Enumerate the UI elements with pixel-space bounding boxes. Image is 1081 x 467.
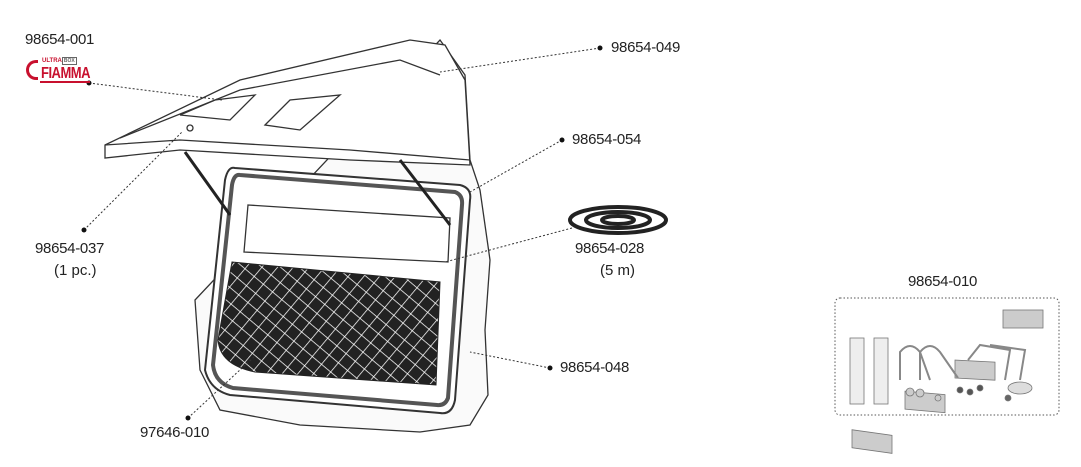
part-label-98654-010: 98654-010 [908, 273, 978, 290]
part-label-98654-049: 98654-049 [611, 39, 681, 56]
part-quantity-98654-037: (1 pc.) [54, 262, 97, 279]
seal-coil-icon [568, 205, 668, 235]
leader-dots [81, 45, 603, 421]
part-label-98654-054: 98654-054 [572, 131, 642, 148]
mounting-kit-parts [849, 309, 1044, 454]
part-label-98654-001: 98654-001 [25, 31, 95, 48]
part-length-98654-028: (5 m) [600, 262, 635, 279]
leader-lines [83, 47, 601, 419]
part-label-98654-037: 98654-037 [35, 240, 105, 257]
storage-net [217, 261, 441, 386]
part-label-98654-048: 98654-048 [560, 359, 630, 376]
part-label-97646-010: 97646-010 [140, 424, 210, 441]
part-label-98654-028: 98654-028 [575, 240, 645, 257]
